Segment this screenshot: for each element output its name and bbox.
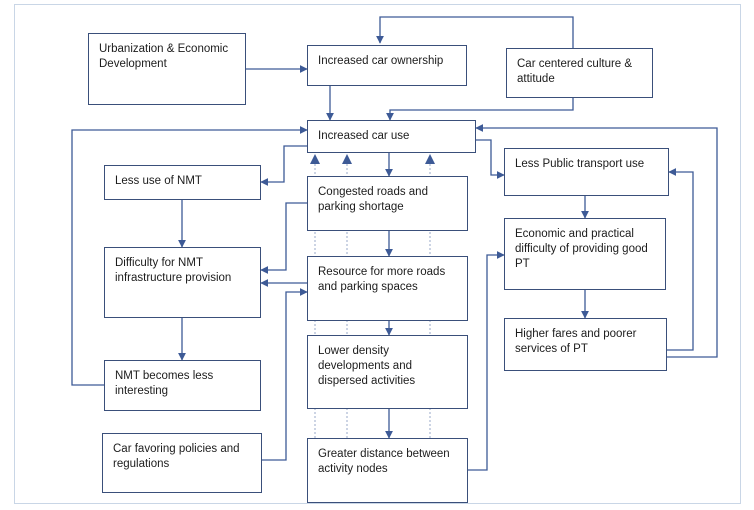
node-lower-density-label: Lower density developments and dispersed… [318,345,416,387]
node-nmt-less-interesting: NMT becomes less interesting [104,360,261,411]
arrow-culture-to-car-use [386,98,574,121]
node-car-culture-label: Car centered culture & attitude [517,58,633,85]
node-more-roads: Resource for more roads and parking spac… [307,256,468,321]
node-less-pt-label: Less Public transport use [515,158,645,170]
node-greater-distance: Greater distance between activity nodes [307,438,468,503]
node-more-roads-label: Resource for more roads and parking spac… [318,266,446,293]
node-urbanization: Urbanization & Economic Development [88,33,246,105]
node-car-policies-label: Car favoring policies and regulations [113,443,240,470]
node-car-use: Increased car use [307,120,476,153]
arrow-fares-to-less-pt [667,168,694,351]
feedback-arrowhead-left [310,154,320,164]
node-congested-label: Congested roads and parking shortage [318,186,428,213]
node-pt-difficulty: Economic and practical difficulty of pro… [504,218,666,290]
arrow-less-interesting-to-car-use [71,126,308,386]
node-car-ownership: Increased car ownership [307,45,467,86]
node-car-use-label: Increased car use [318,130,410,142]
node-pt-difficulty-label: Economic and practical difficulty of pro… [515,228,648,270]
arrow-congested-to-nmt-difficulty [260,202,307,274]
node-urbanization-label: Urbanization & Economic Development [99,43,229,70]
node-car-culture: Car centered culture & attitude [506,48,653,98]
node-lower-density: Lower density developments and dispersed… [307,335,468,409]
node-car-ownership-label: Increased car ownership [318,55,444,67]
node-higher-fares-label: Higher fares and poorer services of PT [515,328,637,355]
arrow-culture-to-ownership [376,16,574,48]
node-higher-fares: Higher fares and poorer services of PT [504,318,667,371]
arrow-distance-to-pt-difficulty [468,251,505,471]
node-car-policies: Car favoring policies and regulations [102,433,262,493]
arrow-policies-to-more-roads [262,288,308,461]
feedback-arrowhead-right [425,154,435,164]
arrow-car-use-to-less-nmt [260,145,308,186]
node-less-nmt-label: Less use of NMT [115,175,202,187]
node-nmt-difficulty-label: Difficulty for NMT infrastructure provis… [115,257,232,284]
arrow-fares-to-car-use [475,124,718,358]
diagram-frame [14,4,741,504]
node-greater-distance-label: Greater distance between activity nodes [318,448,450,475]
feedback-arrowhead-middle [342,154,352,164]
node-nmt-difficulty: Difficulty for NMT infrastructure provis… [104,247,261,318]
node-less-pt: Less Public transport use [504,148,669,196]
arrow-car-use-to-less-pt [468,136,505,179]
node-congested: Congested roads and parking shortage [307,176,468,231]
node-nmt-less-interesting-label: NMT becomes less interesting [115,370,214,397]
node-less-nmt: Less use of NMT [104,165,261,200]
